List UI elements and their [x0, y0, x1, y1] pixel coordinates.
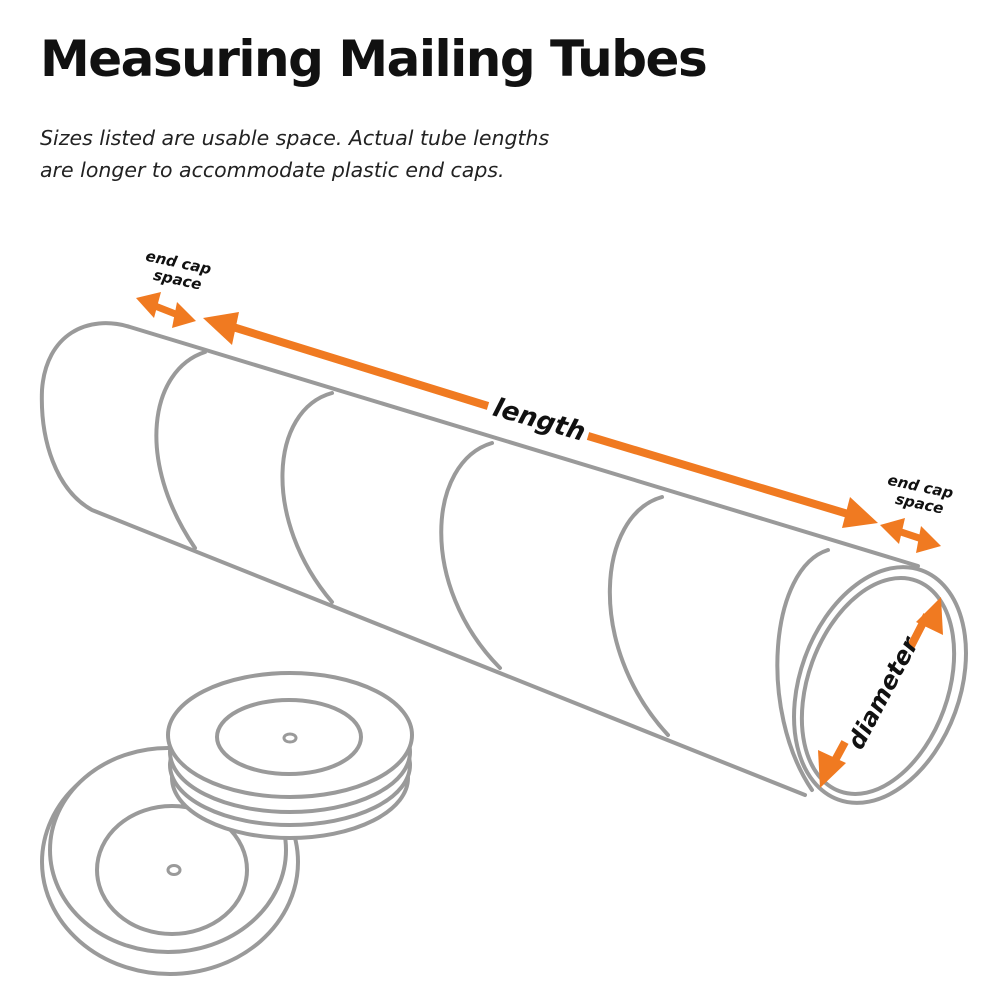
diameter-label: diameter [842, 631, 925, 754]
tube-open-end-outer [792, 565, 968, 805]
end-cap-back [166, 671, 414, 840]
tube-seam-3 [439, 441, 502, 670]
tube-seam-2 [280, 391, 334, 604]
subtitle-line-2: are longer to accommodate plastic end ca… [40, 158, 505, 182]
subtitle: Sizes listed are usable space. Actual tu… [40, 122, 549, 186]
end-cap-left-label: end cap space [141, 247, 219, 296]
end-cap-left-arrow [136, 292, 196, 328]
length-arrow [203, 312, 878, 528]
diameter-arrow [818, 597, 943, 788]
tube-seam-4 [607, 495, 670, 737]
end-cap-front-hole [166, 864, 182, 876]
tube-seam-5 [775, 548, 830, 792]
tube-outline [39, 321, 920, 797]
end-cap-back-hole [282, 732, 298, 744]
subtitle-line-1: Sizes listed are usable space. Actual tu… [40, 126, 550, 150]
page-title: Measuring Mailing Tubes [40, 30, 708, 88]
end-cap-right-arrow [880, 518, 941, 553]
mailing-tube [39, 321, 968, 805]
end-cap-right-label: end cap space [883, 471, 961, 520]
tube-seam-1 [154, 350, 207, 550]
tube-open-end-inner [799, 576, 957, 796]
